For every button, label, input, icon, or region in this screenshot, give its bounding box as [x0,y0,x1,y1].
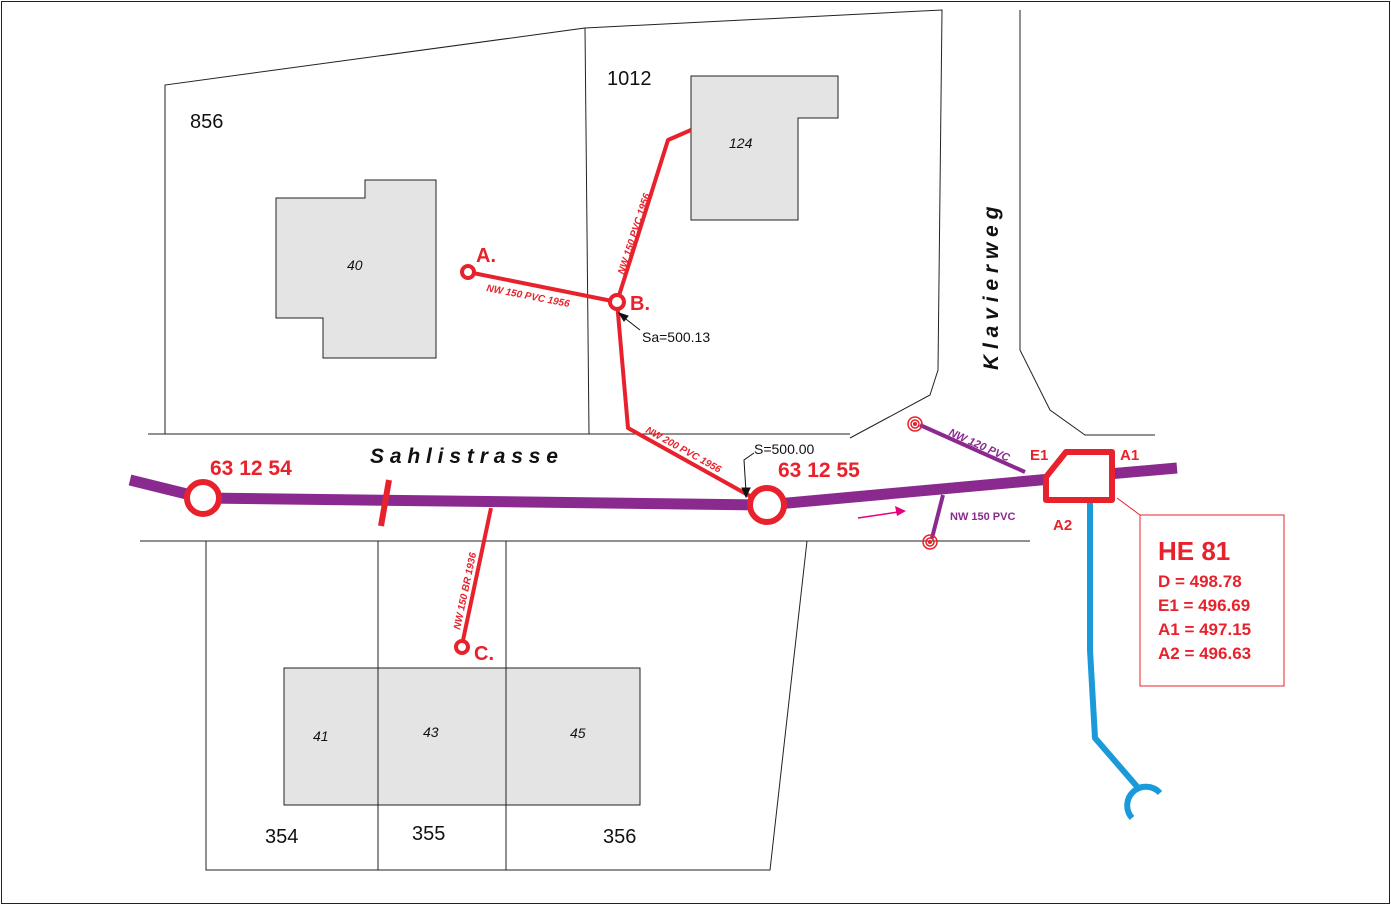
building-40 [275,179,437,359]
structure-label-e1: E1 [1030,447,1048,464]
structure-row-a2: A2 = 496.63 [1158,644,1251,663]
building-41 [283,667,379,806]
building-label-43: 43 [423,724,439,740]
gully-icons [907,416,938,550]
elevation-label-sa: Sa=500.13 [642,329,710,345]
building-label-41: 41 [313,728,329,744]
point-b-icon [608,293,626,311]
building-124 [690,75,839,221]
structure-row-e1: E1 = 496.69 [1158,596,1250,615]
point-a-icon [460,264,476,280]
outlet-end-icon [1124,783,1163,820]
structure-row-d: D = 498.78 [1158,572,1242,591]
parcel-label-356: 356 [603,826,636,848]
structure-he81-icon [1043,449,1115,503]
manholes [184,479,787,525]
building-label-40: 40 [347,257,363,273]
point-label-b: B. [630,293,650,315]
building-label-124: 124 [729,135,753,151]
elevation-label-s: S=500.00 [754,441,815,457]
structure-label-a1: A1 [1120,447,1139,464]
parcel-label-354: 354 [265,826,298,848]
street-name-sahlistrasse: S a h l i s t r a s s e [370,445,558,468]
pipe-label-gully-bottom: NW 150 PVC [950,511,1015,523]
manhole-icon-1 [184,479,222,517]
structure-callout-line [1116,497,1141,516]
connection-pipes [460,128,767,646]
outlet-pipe [1087,498,1143,792]
structure-title: HE 81 [1158,536,1230,566]
parcel-label-355: 355 [412,823,445,845]
point-label-c: C. [474,643,494,665]
elevation-leaders [617,312,755,499]
parcel-label-1012: 1012 [607,68,652,90]
buildings [275,75,839,806]
gully-connections [919,423,1026,539]
gully-top-icon [907,416,923,432]
building-45 [505,667,641,806]
point-c-icon [454,639,470,655]
structure-label-a2: A2 [1053,517,1072,534]
point-label-a: A. [476,245,496,267]
manhole-label-1: 63 12 54 [210,457,292,480]
section-mark [378,479,392,527]
gully-bottom-icon [922,534,938,550]
connection-points [454,264,626,655]
structure-row-a1: A1 = 497.15 [1158,620,1251,639]
structure-info-box [1139,514,1285,687]
manhole-label-2: 63 12 55 [778,459,860,482]
building-43 [377,667,507,806]
manhole-icon-2 [747,485,787,525]
flow-direction-icon [857,506,906,519]
parcel-label-856: 856 [190,111,223,133]
street-name-klavierweg: K l a v i e r w e g [980,206,1003,370]
building-label-45: 45 [570,725,586,741]
parcel-boundaries [140,9,1155,871]
